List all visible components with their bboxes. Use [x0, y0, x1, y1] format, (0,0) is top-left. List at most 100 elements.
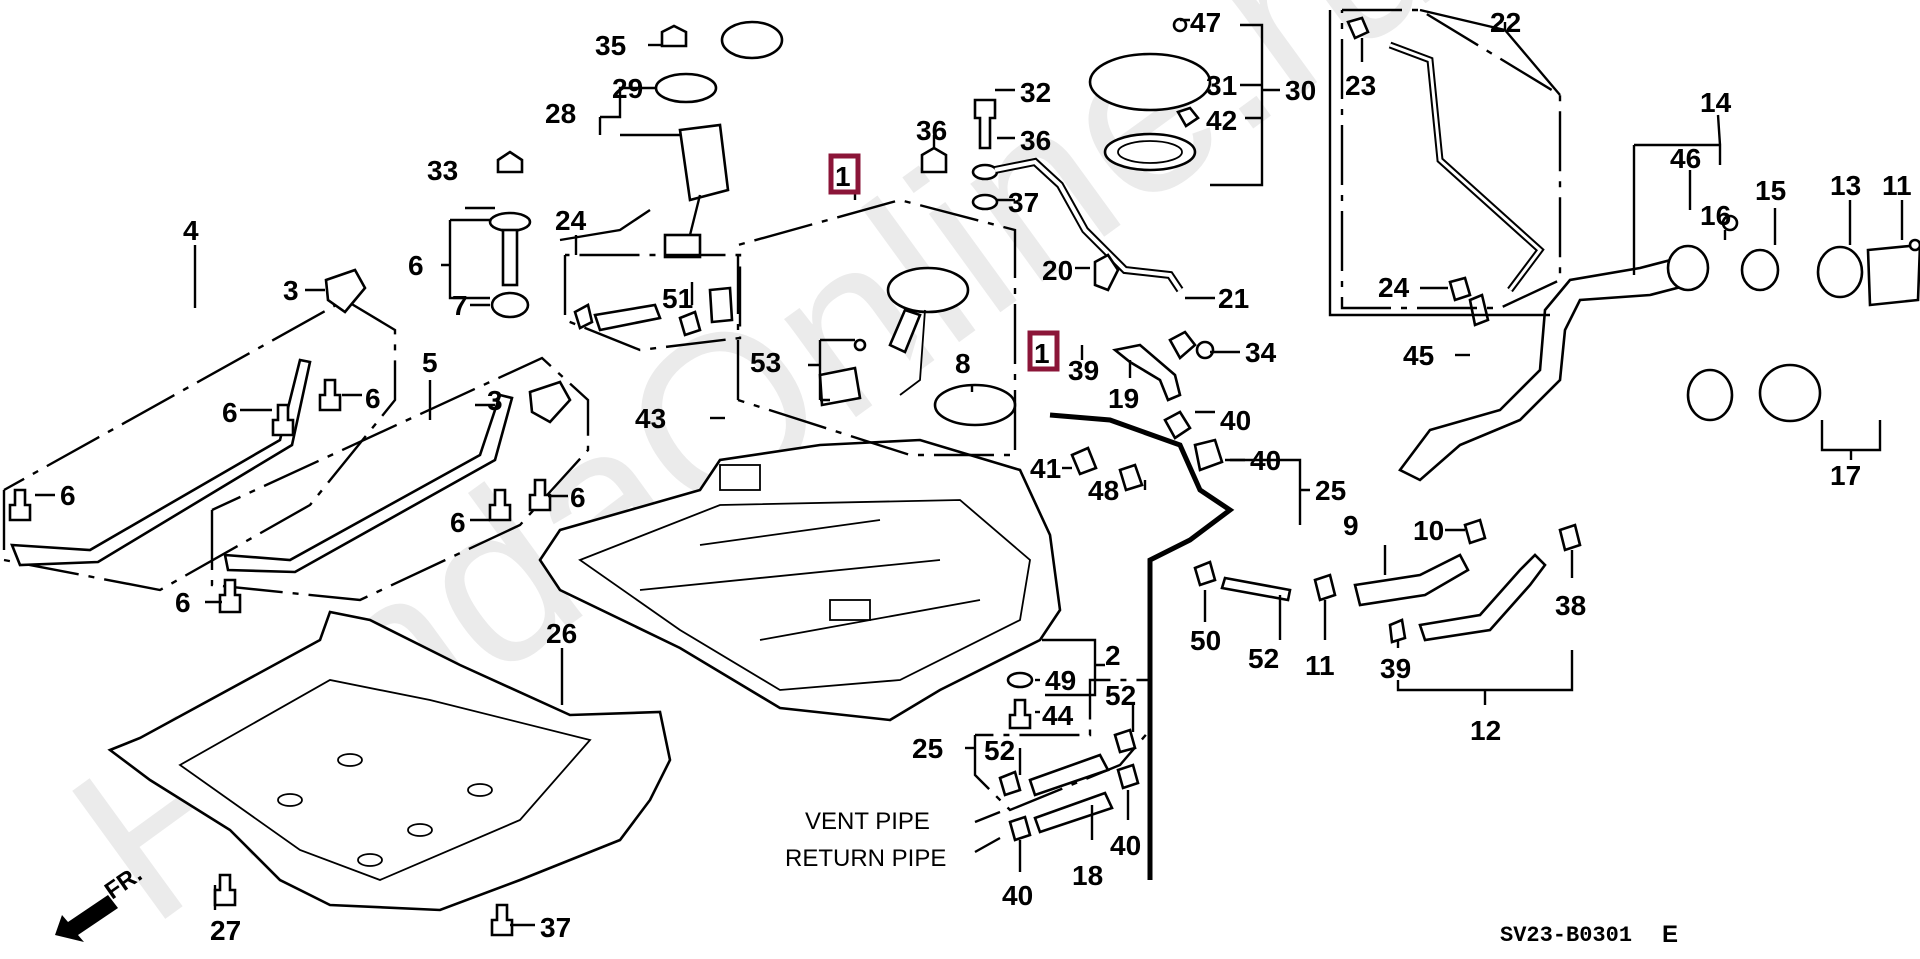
callout-40[interactable]: 39 [1068, 355, 1099, 386]
callout-11[interactable]: 11 [1305, 650, 1335, 681]
callout-28[interactable]: 27 [210, 915, 241, 946]
callout-52[interactable]: 51 [662, 283, 693, 314]
hose-53[interactable] [1220, 576, 1292, 602]
bolt-33[interactable] [973, 98, 997, 150]
callout-41[interactable]: 40 [1250, 445, 1281, 476]
clip-52c[interactable] [998, 770, 1022, 797]
bolt-6[interactable] [8, 488, 32, 522]
sensor-7[interactable] [488, 211, 532, 287]
callout-1[interactable]: 1 [1034, 338, 1050, 369]
callout-39[interactable]: 39 [1380, 653, 1411, 684]
callout-3[interactable]: 3 [487, 385, 503, 416]
nut-36a[interactable] [660, 24, 688, 48]
callout-25[interactable]: 24 [555, 205, 587, 236]
callout-29[interactable]: 28 [545, 98, 576, 129]
callout-13[interactable]: 12 [1470, 715, 1501, 746]
washer-50[interactable] [1006, 671, 1034, 689]
callout-2[interactable]: 2 [1105, 640, 1121, 671]
hose-25a[interactable] [593, 303, 662, 332]
callout-31[interactable]: 30 [1285, 75, 1316, 106]
callout-44[interactable]: 43 [635, 403, 666, 434]
callout-35[interactable]: 34 [1245, 337, 1277, 368]
packing-30[interactable] [654, 72, 718, 104]
bolt-28[interactable] [213, 873, 237, 907]
clamp-39a[interactable] [1558, 523, 1582, 552]
callout-38[interactable]: 37 [540, 912, 571, 943]
callout-16[interactable]: 15 [1755, 175, 1786, 206]
nut-34[interactable] [496, 150, 524, 174]
callout-45[interactable]: 44 [1042, 700, 1074, 731]
fuel-tank-2[interactable] [538, 438, 1062, 722]
callout-6[interactable]: 6 [60, 480, 76, 511]
callout-10[interactable]: 9 [1343, 510, 1359, 541]
clip-51[interactable] [1193, 560, 1217, 587]
clamp-21[interactable] [1093, 253, 1120, 292]
bolt-6[interactable] [528, 478, 552, 512]
fuel-tank-strap-5[interactable] [223, 393, 514, 574]
callout-49[interactable]: 48 [1088, 475, 1119, 506]
base-gasket-9[interactable] [933, 383, 1017, 427]
callout-11[interactable]: 10 [1413, 515, 1444, 546]
fuel-strainer-54[interactable] [818, 366, 862, 407]
callout-53[interactable]: 52 [1248, 643, 1279, 674]
callout-24[interactable]: 23 [1345, 70, 1376, 101]
band-17[interactable] [1740, 248, 1780, 292]
callout-52[interactable]: 52 [984, 735, 1015, 766]
clip-44[interactable] [708, 286, 734, 324]
callout-4[interactable]: 4 [183, 215, 199, 246]
callout-8[interactable]: 7 [452, 290, 468, 321]
clip-43[interactable] [1176, 106, 1200, 128]
clip-52a[interactable] [573, 303, 594, 330]
clip-42[interactable] [1070, 446, 1098, 476]
callout-9[interactable]: 8 [955, 348, 971, 379]
callout-52[interactable]: 52 [1105, 680, 1136, 711]
callout-32[interactable]: 31 [1206, 70, 1237, 101]
clip-40c[interactable] [1008, 815, 1032, 842]
hose-20[interactable] [1112, 343, 1182, 402]
vent-tube-23[interactable] [1388, 41, 1545, 293]
callout-5[interactable]: 5 [422, 347, 438, 378]
bolt-46[interactable] [1468, 293, 1490, 327]
callout-17[interactable]: 16 [1700, 200, 1731, 231]
callout-6[interactable]: 6 [175, 587, 191, 618]
callout-18[interactable]: 17 [1830, 460, 1861, 491]
callout-3[interactable]: 3 [283, 275, 299, 306]
callout-6[interactable]: 6 [365, 383, 381, 414]
callout-42[interactable]: 41 [1030, 453, 1061, 484]
callout-6[interactable]: 6 [570, 482, 586, 513]
fuel-pump-flange[interactable] [886, 266, 970, 314]
nut-36b[interactable] [920, 146, 948, 174]
callout-33[interactable]: 32 [1020, 77, 1051, 108]
callout-37[interactable]: 36 [1020, 125, 1051, 156]
bolt-6[interactable] [488, 488, 512, 522]
pipe-26[interactable] [1049, 412, 1235, 880]
boot-16[interactable] [1816, 245, 1864, 299]
callout-15[interactable]: 14 [1700, 87, 1732, 118]
callout-1[interactable]: 1 [835, 161, 851, 192]
fuel-pump-body[interactable] [888, 308, 922, 354]
skid-plate-27[interactable] [107, 610, 672, 912]
bracket-3b[interactable] [528, 380, 572, 424]
screw-47[interactable] [1721, 214, 1739, 232]
callout-19[interactable]: 18 [1072, 860, 1103, 891]
clip-41[interactable] [1193, 438, 1224, 472]
callout-47[interactable]: 46 [1670, 143, 1701, 174]
callout-51[interactable]: 50 [1190, 625, 1221, 656]
fuel-tank-strap-4[interactable] [10, 358, 312, 567]
hose-10[interactable] [1353, 553, 1470, 607]
sender-float[interactable] [663, 233, 702, 259]
bolt-35[interactable] [1195, 340, 1215, 360]
clip-24a[interactable] [1346, 16, 1370, 40]
bolt-12[interactable] [1908, 238, 1920, 252]
callout-48[interactable]: 47 [1190, 7, 1221, 38]
bolt-6[interactable] [318, 378, 342, 412]
callout-24[interactable]: 24 [1378, 272, 1410, 303]
callout-22[interactable]: 21 [1218, 283, 1249, 314]
clip-24b[interactable] [1448, 276, 1472, 302]
callout-27[interactable]: 26 [546, 618, 577, 649]
washer-37a[interactable] [971, 163, 999, 181]
cover-32[interactable] [1088, 52, 1212, 112]
fuel-cap[interactable] [1758, 363, 1822, 423]
clip-40d[interactable] [1116, 763, 1140, 790]
sender-cover[interactable] [720, 20, 784, 60]
